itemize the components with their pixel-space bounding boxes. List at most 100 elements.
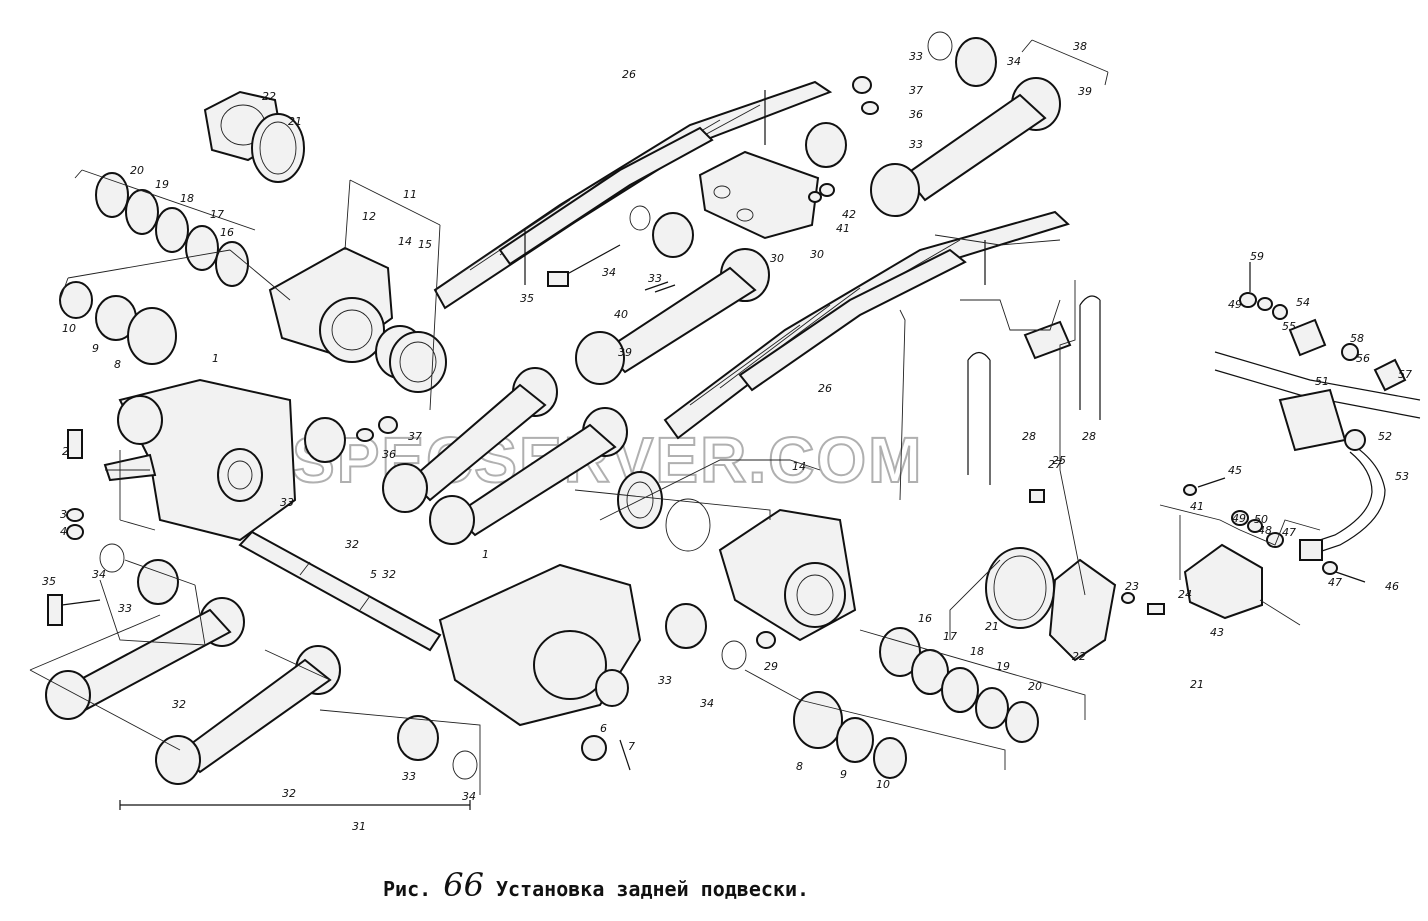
caption-prefix: Рис. — [383, 877, 432, 901]
part-number-label: 27 — [1048, 458, 1062, 471]
part-number-label: 38 — [1073, 40, 1087, 53]
part-number-label: 48 — [1258, 524, 1272, 537]
part-number-label: 36 — [382, 448, 396, 461]
part-number-label: 36 — [909, 108, 923, 121]
part-number-label: 21 — [985, 620, 999, 633]
part-number-label: 30 — [770, 252, 784, 265]
caption-title: Установка задней подвески. — [495, 877, 810, 901]
part-number-label: 49 — [1228, 298, 1242, 311]
part-number-label: 37 — [909, 84, 923, 97]
part-number-label: 32 — [172, 698, 186, 711]
part-number-label: 12 — [362, 210, 376, 223]
leader-lines — [29, 39, 1321, 795]
part-labels: 1123456788991010111214141516161717181819… — [42, 40, 1412, 833]
right-axle-bracket — [438, 563, 747, 771]
part-number-label: 20 — [1028, 680, 1042, 693]
gasket-part — [251, 113, 305, 183]
part-number-label: 5 — [370, 568, 377, 581]
spacer-ring-part — [127, 307, 177, 365]
part-number-label: 40 — [614, 308, 628, 321]
part-number-label: 54 — [1296, 296, 1310, 309]
u-bolt-group — [967, 295, 1101, 503]
axle-tube — [238, 530, 442, 652]
part-number-label: 33 — [402, 770, 416, 783]
part-number-label: 16 — [918, 612, 932, 625]
stabilizer-bracket-part — [1183, 543, 1263, 620]
part-number-label: 19 — [155, 178, 169, 191]
nut-ring-part — [125, 189, 159, 235]
part-number-label: 1 — [212, 352, 219, 365]
part-number-label: 14 — [398, 235, 412, 248]
part-number-label: 34 — [700, 697, 714, 710]
part-number-label: 26 — [622, 68, 636, 81]
part-number-label: 18 — [180, 192, 194, 205]
part-number-label: 3 — [60, 508, 67, 521]
part-number-label: 56 — [1356, 352, 1370, 365]
part-number-label: 23 — [1125, 580, 1139, 593]
part-number-label: 16 — [220, 226, 234, 239]
part-number-label: 45 — [1228, 464, 1242, 477]
part-number-label: 1 — [482, 548, 489, 561]
part-number-label: 25 — [1052, 454, 1066, 467]
ball-joint-part — [304, 417, 346, 463]
figure-caption: Рис. 66 Установка задней подвески. — [383, 866, 809, 904]
part-number-label: 57 — [1398, 368, 1412, 381]
upper-leaf-spring — [433, 80, 833, 310]
part-number-label: 15 — [418, 238, 432, 251]
part-number-label: 59 — [1250, 250, 1264, 263]
part-number-label: 10 — [62, 322, 76, 335]
part-number-label: 49 — [1232, 512, 1246, 525]
part-number-label: 4 — [60, 525, 67, 538]
part-number-label: 46 — [1385, 580, 1399, 593]
part-number-label: 33 — [648, 272, 662, 285]
part-number-label: 33 — [118, 602, 132, 615]
part-number-label: 34 — [602, 266, 616, 279]
part-number-label: 21 — [1190, 678, 1204, 691]
part-number-label: 34 — [92, 568, 106, 581]
part-number-label: 37 — [408, 430, 422, 443]
part-number-label: 8 — [114, 358, 121, 371]
part-number-label: 19 — [996, 660, 1010, 673]
part-number-label: 42 — [842, 208, 856, 221]
part-number-label: 33 — [909, 50, 923, 63]
part-number-label: 55 — [1282, 320, 1296, 333]
reaction-rods-mid — [382, 367, 628, 545]
part-number-label: 33 — [658, 674, 672, 687]
spring-bracket-part — [698, 150, 820, 240]
upper-rod-group — [870, 31, 1061, 217]
left-axle-bracket — [66, 378, 398, 542]
part-number-label: 35 — [520, 292, 534, 305]
part-number-label: 32 — [345, 538, 359, 551]
part-number-label: 47 — [1328, 576, 1342, 589]
part-number-label: 6 — [600, 722, 607, 735]
part-number-label: 29 — [764, 660, 778, 673]
part-number-label: 50 — [1254, 513, 1268, 526]
stabilizer-group — [1183, 262, 1421, 620]
part-number-label: 52 — [1378, 430, 1392, 443]
ball-joint-part — [137, 559, 179, 605]
part-number-label: 28 — [1082, 430, 1096, 443]
part-number-label: 34 — [462, 790, 476, 803]
part-number-label: 28 — [1022, 430, 1036, 443]
part-number-label: 39 — [618, 346, 632, 359]
hub-group-left — [59, 90, 447, 393]
part-number-label: 9 — [840, 768, 847, 781]
part-number-label: 22 — [1072, 650, 1086, 663]
lock-washer-part — [95, 172, 129, 218]
part-number-label: 30 — [810, 248, 824, 261]
part-number-label: 33 — [280, 496, 294, 509]
part-number-label: 43 — [1210, 626, 1224, 639]
part-number-label: 58 — [1350, 332, 1364, 345]
ball-joint-part — [652, 212, 694, 258]
mid-rod-group — [575, 248, 770, 385]
part-number-label: 22 — [262, 90, 276, 103]
part-number-label: 53 — [1395, 470, 1409, 483]
part-number-label: 8 — [796, 760, 803, 773]
part-number-label: 41 — [1190, 500, 1204, 513]
part-number-label: 31 — [352, 820, 366, 833]
part-number-label: 2 — [62, 445, 69, 458]
ring-part — [185, 225, 219, 271]
part-number-label: 32 — [382, 568, 396, 581]
part-number-label: 34 — [1007, 55, 1021, 68]
